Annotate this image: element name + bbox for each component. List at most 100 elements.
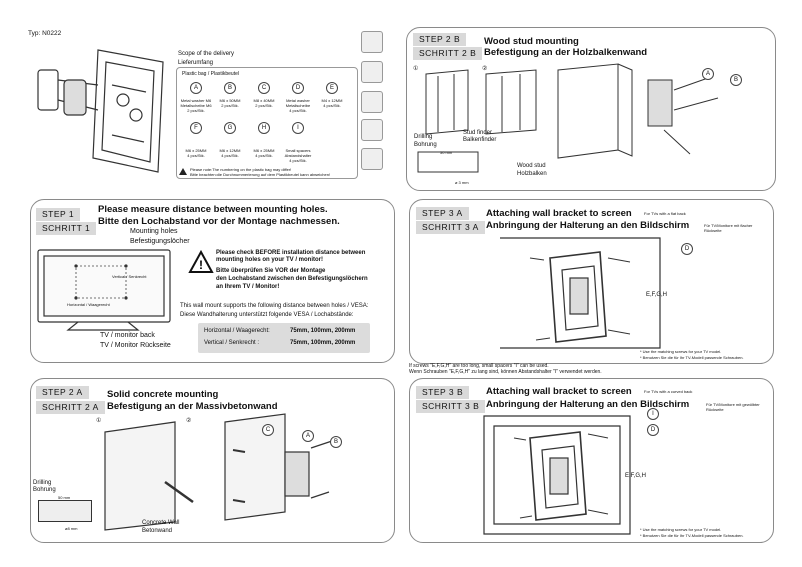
part-desc: Metal washer M6 (180, 98, 212, 103)
warning-en: Please check BEFORE installation distanc… (216, 250, 366, 263)
vesa-horizontal-value: 75mm, 100mm, 200mm (290, 328, 356, 334)
type-label: Typ: N0222 (28, 30, 62, 37)
part-qty: 2 pcs/Stk. (221, 103, 239, 108)
step-2a-num-1: ① (96, 418, 102, 424)
bracket-illustration (37, 49, 164, 173)
vesa-horizontal-label: Horizontal / Waagerecht: (204, 328, 270, 334)
label-b-2: B (330, 436, 342, 448)
step-1-tab: STEP 1 (36, 208, 81, 221)
spacer-note: If screws "E,F,G,H" are too long, small … (409, 363, 549, 369)
part-qty: 4 pcs/Stk. (255, 153, 273, 158)
part-qty: 4 pcs/Stk. (323, 103, 341, 108)
label-a-2: A (302, 430, 314, 442)
step-1-tab-de: SCHRITT 1 (36, 222, 97, 235)
part-desc: M6 x 25MM (185, 148, 207, 153)
part-desc: M4 x 12MM (321, 98, 343, 103)
part-i: I Small spacers Abstandshalter 4 pcs/Stk… (282, 122, 314, 163)
part-g: G M6 x 12MM 4 pcs/Stk. (214, 122, 246, 158)
step-2a-tab-de: SCHRITT 2 A (36, 401, 105, 414)
mounting-holes-label: Mounting holes (130, 228, 178, 235)
part-letter: F (190, 122, 202, 134)
drill-hole-diagram (38, 500, 92, 522)
part-e: E M4 x 12MM 4 pcs/Stk. (316, 82, 348, 108)
concrete-wall-label-de: Betonwand (142, 528, 173, 534)
part-desc: M6 x 50MM (219, 98, 241, 103)
plastic-bag-label: Plastic bag / Plastikbeutel (182, 71, 239, 77)
part-desc: M6 x 12MM (219, 148, 241, 153)
step-2b-num-1: ① (413, 66, 419, 72)
step-3a-note: * Use the matching screws for your TV mo… (640, 349, 722, 354)
part-desc: Small spacers (285, 148, 311, 153)
spacer-note-de: Wenn Schrauben "E,F,G,H" zu lang sind, k… (409, 369, 602, 375)
step-3b-sub-de: Für TV/Monitore mit gewölbter Rückseite (706, 402, 760, 412)
flat-tv-bracket-illustration (500, 237, 661, 349)
step-2a-dim-dia: ø8 mm (65, 526, 78, 531)
part-letter: H (258, 122, 270, 134)
label-d-2: D (647, 424, 659, 436)
step-3a-title: Attaching wall bracket to screen (486, 208, 632, 219)
concrete-wall-label: Concrete Wall (142, 520, 180, 526)
part-letter: D (292, 82, 304, 94)
part-letter: I (292, 122, 304, 134)
label-i: I (647, 408, 659, 420)
step-2b-title-de: Befestigung an der Holzbalkenwand (484, 47, 648, 58)
step-3b-sub: For TVs with a curved back (644, 389, 693, 394)
warning-de-2: den Lochabstand zwischen den Befestigung… (216, 276, 368, 282)
step-3a-screw-labels: E,F,G,H (646, 292, 668, 298)
label-c: C (262, 424, 274, 436)
step-3a-tab: STEP 3 A (416, 207, 469, 220)
warning-de-3: an Ihrem TV / Monitor! (216, 284, 280, 290)
wood-stud-label-de: Holzbalken (517, 171, 547, 177)
step-2a-drilling-de: Bohrung (33, 487, 56, 493)
label-d: D (681, 243, 693, 255)
step-3a-tab-de: SCHRITT 3 A (416, 221, 485, 234)
step-3b-tab: STEP 3 B (416, 386, 470, 399)
step-3b-title: Attaching wall bracket to screen (486, 386, 632, 397)
step-2a-title: Solid concrete mounting (107, 389, 219, 400)
mounting-holes-label-de: Befestigungslöcher (130, 238, 190, 245)
wood-stud-label: Wood stud (517, 163, 546, 169)
step-2a-tab: STEP 2 A (36, 386, 89, 399)
step-2a-dim-depth: 50 mm (58, 495, 71, 500)
step-3a-title-de: Anbringung der Halterung an den Bildschi… (486, 220, 690, 231)
delivery-title: Scope of the delivery (178, 51, 235, 57)
step-2b-drilling-de: Bohrung (414, 142, 437, 148)
tv-back-label-de: TV / Monitor Rückseite (100, 342, 171, 349)
step-2b-num-2: ② (482, 66, 488, 72)
step-2b-tab: STEP 2 B (413, 33, 467, 46)
tool-wrench-icon (361, 91, 383, 113)
part-letter: E (326, 82, 338, 94)
vesa-en: This wall mount supports the following d… (180, 303, 369, 309)
bag-note: Please note:The numbering on the plastic… (190, 167, 292, 172)
tv-back-label: TV / monitor back (100, 332, 155, 339)
warning-triangle-icon (179, 168, 187, 175)
part-h: H M6 x 25MM 4 pcs/Stk. (248, 122, 280, 158)
step-3b-tab-de: SCHRITT 3 B (416, 400, 486, 413)
part-a: A Metal washer M6 Metallscheibe M6 2 pcs… (180, 82, 212, 113)
tool-level-icon (361, 119, 383, 141)
step-3a-sub-de: Für TV/Monitore mit flacher Rückseite (704, 223, 753, 233)
part-desc: M6 x 25MM (253, 148, 275, 153)
step-2a-num-2: ② (186, 418, 192, 424)
vesa-de: Diese Wandhalterung unterstützt folgende… (180, 312, 354, 318)
parts-box: Plastic bag / Plastikbeutel (176, 67, 358, 179)
part-letter: A (190, 82, 202, 94)
part-qty: 2 pcs/Stk. (187, 108, 205, 113)
part-letter: B (224, 82, 236, 94)
warning-icon: ! (188, 249, 214, 273)
step-3a-note-de: * Benutzen Sie die für Ihr TV-Modell pas… (640, 355, 744, 360)
stud-finder-label: Stud finder (463, 130, 493, 136)
step-3b-note-de: * Benutzen Sie die für Ihr TV-Modell pas… (640, 533, 744, 538)
part-qty: 2 pcs/Stk. (255, 103, 273, 108)
stud-finder-label-de: Balkenfinder (463, 137, 497, 143)
tool-drill-icon (361, 31, 383, 53)
part-desc: M8 x 40MM (253, 98, 275, 103)
part-letter: C (258, 82, 270, 94)
horizontal-label: Horizontal / Waagerecht (67, 302, 110, 307)
svg-text:!: ! (199, 258, 203, 272)
part-qty: 4 pcs/Stk. (289, 108, 307, 113)
two-persons-icon (361, 148, 383, 170)
part-d: D Metal washer Metallscheibe 4 pcs/Stk. (282, 82, 314, 113)
vesa-box: Horizontal / Waagerecht: 75mm, 100mm, 20… (198, 323, 370, 353)
part-b: B M6 x 50MM 2 pcs/Stk. (214, 82, 246, 108)
